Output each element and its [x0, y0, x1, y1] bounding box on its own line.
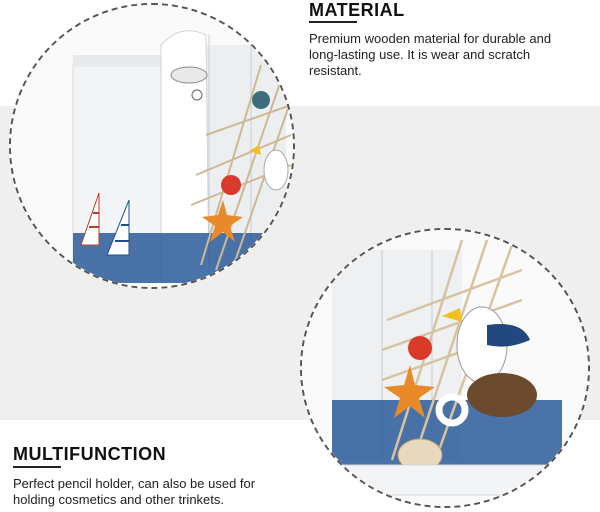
material-title-underline [309, 21, 357, 23]
pencil-holder-illustration [11, 5, 293, 287]
multifunction-title: MULTIFUNCTION [13, 444, 167, 464]
multifunction-title-underline [13, 466, 61, 468]
material-title: MATERIAL [309, 0, 405, 20]
material-description: Premium wooden material for durable and … [309, 31, 552, 78]
multifunction-description: Perfect pencil holder, can also be used … [13, 476, 256, 507]
product-photo-bottom [300, 228, 590, 508]
detail-illustration [302, 230, 588, 506]
product-photo-top [9, 3, 295, 289]
